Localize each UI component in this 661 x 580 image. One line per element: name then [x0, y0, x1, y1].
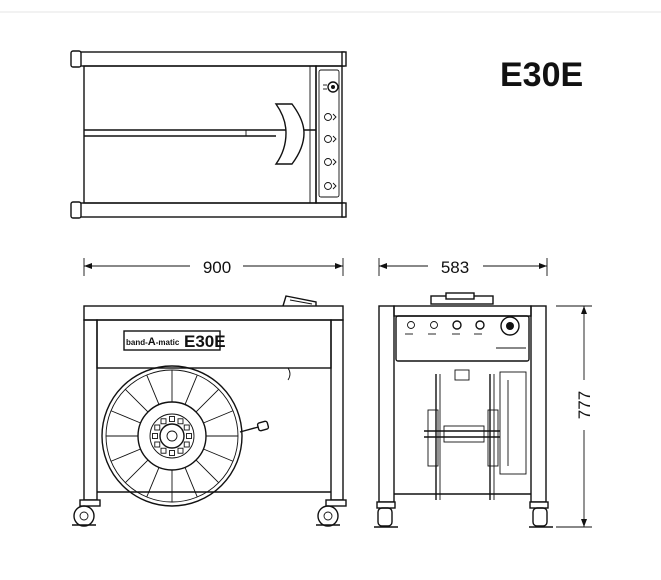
top-view-buttons — [324, 113, 337, 190]
top-view-body — [83, 65, 317, 204]
side-view-leg-left — [378, 305, 395, 503]
dimension-depth-label: 583 — [441, 258, 469, 277]
model-title: E30E — [500, 56, 583, 94]
caster-icon — [316, 499, 347, 527]
side-view-control-panel — [395, 315, 530, 362]
knob-icon — [327, 81, 339, 93]
dimension-height: 777 — [556, 305, 594, 528]
dimension-height-label: 777 — [575, 391, 594, 419]
caster-icon — [374, 501, 398, 528]
caster-icon — [529, 501, 553, 528]
dimension-depth: 583 — [378, 258, 548, 277]
side-view-reel — [424, 371, 527, 500]
top-view-control-panel — [315, 65, 343, 204]
side-view-leg-right — [530, 305, 547, 503]
caster-icon — [72, 499, 101, 527]
brand-logo: band-A-matic E30E — [123, 330, 226, 351]
dimension-width: 900 — [83, 258, 344, 277]
front-view-leg-right — [330, 319, 344, 501]
top-view-arch — [274, 103, 305, 165]
front-view-table-top — [83, 305, 344, 321]
top-view-rail-bottom — [79, 202, 345, 218]
svg-text:band-A-matic: band-A-matic — [126, 336, 180, 348]
dimension-width-label: 900 — [203, 258, 231, 277]
side-view-buttons — [405, 320, 485, 335]
brand-logo-model: E30E — [184, 332, 226, 351]
side-view — [374, 292, 553, 528]
top-view — [70, 50, 347, 219]
front-view: band-A-matic E30E — [72, 295, 347, 527]
side-view-knob-icon — [500, 316, 520, 336]
strap-reel — [101, 365, 243, 507]
top-view-rail-top — [79, 51, 345, 67]
front-view-leg-left — [83, 319, 98, 501]
